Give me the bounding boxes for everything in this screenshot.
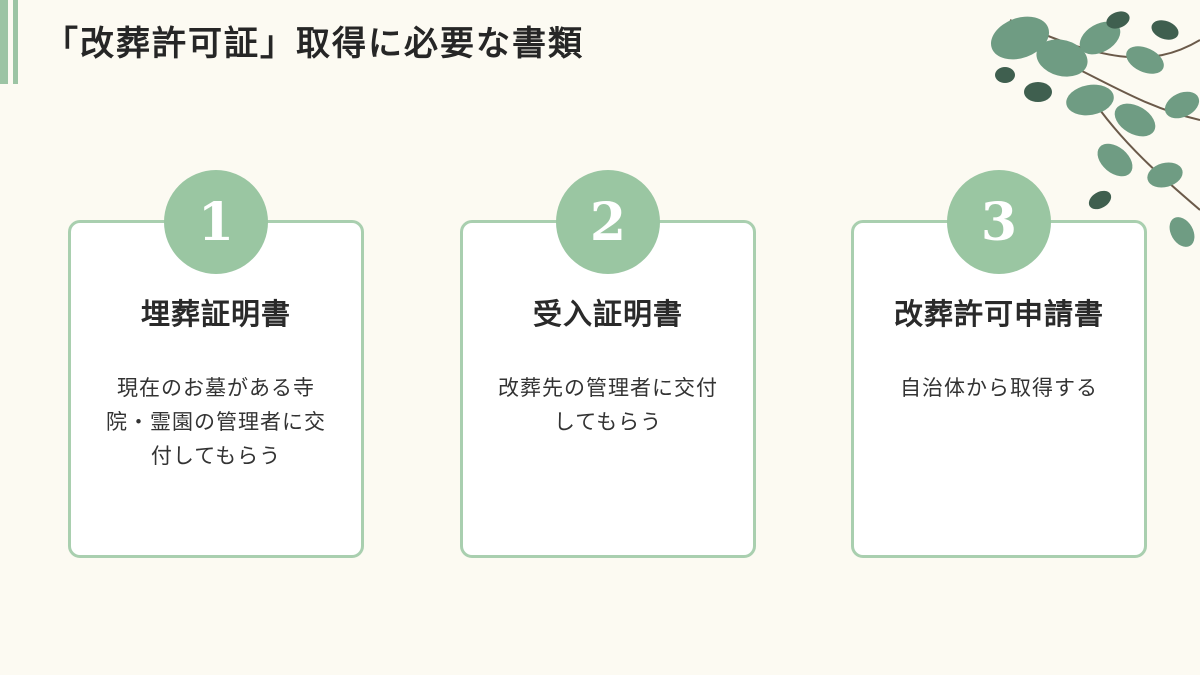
eucalyptus-leaves-icon [990,11,1200,247]
step-description-line: 改葬先の管理者に交付 [498,376,718,400]
step-description: 自治体から取得する [868,371,1130,405]
step-description-line: 付してもらう [150,444,282,468]
step-card-1: 埋葬証明書 現在のお墓がある寺 院・霊園の管理者に交 付してもらう [68,220,364,558]
step-description-line: 自治体から取得する [900,376,1098,400]
step-description-line: してもらう [553,410,663,434]
step-number-badge: 1 [164,170,268,274]
step-description-line: 院・霊園の管理者に交 [106,410,326,434]
step-description-line: 現在のお墓がある寺 [117,376,315,400]
step-number-badge: 3 [947,170,1051,274]
step-title: 改葬許可申請書 [893,297,1104,331]
step-card-2: 受入証明書 改葬先の管理者に交付 してもらう [460,220,756,558]
accent-bar [13,0,18,84]
step-description: 現在のお墓がある寺 院・霊園の管理者に交 付してもらう [85,371,347,473]
title-accent-bars [0,0,20,84]
accent-bar [0,0,8,84]
step-description: 改葬先の管理者に交付 してもらう [477,371,739,439]
step-card-3: 改葬許可申請書 自治体から取得する [851,220,1147,558]
step-title: 受入証明書 [532,297,683,331]
step-number-badge: 2 [556,170,660,274]
step-title: 埋葬証明書 [140,297,291,331]
page-title: 「改葬許可証」取得に必要な書類 [44,24,584,64]
